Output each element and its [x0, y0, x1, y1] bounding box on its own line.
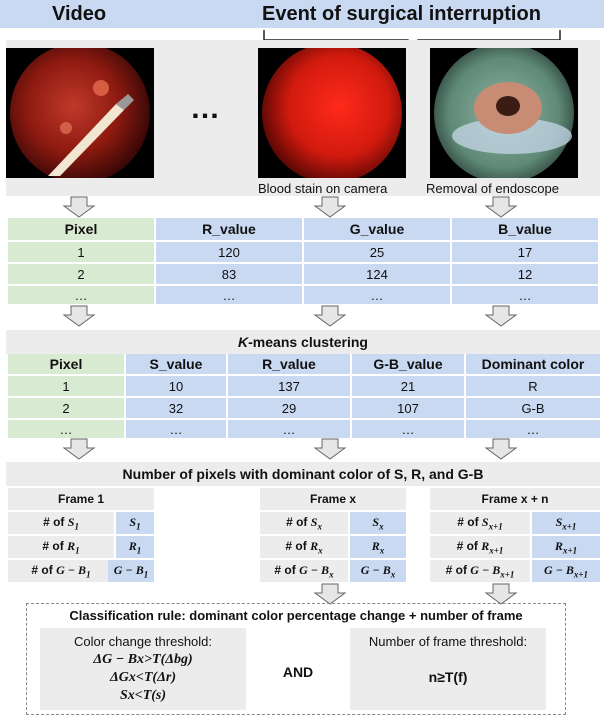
table-cell: 32 [126, 398, 226, 418]
video-label: Video [52, 3, 107, 25]
count-value: G − B1 [108, 560, 154, 582]
count-value: Rx+1 [532, 536, 600, 558]
table-cell: … [156, 286, 302, 304]
table-cell: … [126, 420, 226, 438]
count-label: # of G − Bx+1 [430, 560, 530, 582]
table-cell: 83 [156, 264, 302, 284]
table-cell: 12 [452, 264, 598, 284]
table-header: Dominant color [466, 354, 600, 374]
count-label: # of Sx [260, 512, 348, 534]
frame-1-title: Frame 1 [8, 488, 154, 510]
table-header: B_value [452, 218, 598, 240]
arrow-down-icon [313, 305, 347, 327]
table-header: Pixel [8, 354, 124, 374]
endoscope-frame-removal [430, 48, 578, 178]
threshold-line-2: ΔGx<T(Δr) [110, 670, 176, 685]
rule-title: Classification rule: dominant color perc… [69, 608, 523, 623]
count-value: Sx [350, 512, 406, 534]
table-header: S_value [126, 354, 226, 374]
count-label: # of Sx+1 [430, 512, 530, 534]
count-value: S1 [116, 512, 154, 534]
table-header: G-B_value [352, 354, 464, 374]
table-cell: 107 [352, 398, 464, 418]
caption-removal: Removal of endoscope [426, 181, 559, 196]
endoscope-frame-video [6, 48, 154, 178]
kmeans-title-k: K [238, 334, 249, 350]
count-value: Sx+1 [532, 512, 600, 534]
table-cell: 21 [352, 376, 464, 396]
arrow-down-icon [62, 305, 96, 327]
table-header: Pixel [8, 218, 154, 240]
table-cell: 124 [304, 264, 450, 284]
count-label: # of R1 [8, 536, 114, 558]
arrow-down-icon [484, 305, 518, 327]
arrow-down-icon [484, 196, 518, 218]
table-header: R_value [228, 354, 350, 374]
arrow-down-icon [484, 438, 518, 460]
kmeans-title-text: -means clustering [248, 334, 368, 350]
endoscope-frame-blood [258, 48, 406, 178]
and-label: AND [282, 664, 314, 680]
header-bar [0, 0, 604, 28]
table-cell: … [228, 420, 350, 438]
threshold-line-3: Sx<T(s) [119, 688, 167, 703]
arrow-down-icon [313, 583, 347, 605]
table-cell: … [8, 420, 124, 438]
kmeans-title-bar: K-means clustering [6, 330, 600, 354]
count-value: G − Bx+1 [532, 560, 600, 582]
count-label: # of Rx [260, 536, 348, 558]
threshold-line-1: ΔG − Bx>T(Δbg) [93, 652, 193, 667]
table-cell: … [452, 286, 598, 304]
event-label: Event of surgical interruption [262, 3, 541, 25]
table-cell: … [8, 286, 154, 304]
arrow-down-icon [62, 438, 96, 460]
arrow-down-icon [484, 583, 518, 605]
table-cell: R [466, 376, 600, 396]
table-cell: 10 [126, 376, 226, 396]
caption-blood-stain: Blood stain on camera [258, 181, 388, 196]
table-cell: 2 [8, 398, 124, 418]
frame-condition: n≥T(f) [428, 669, 468, 685]
table-cell: 120 [156, 242, 302, 262]
arrow-down-icon [313, 438, 347, 460]
frame-threshold-label: Number of frame threshold: [368, 634, 528, 649]
table-header: R_value [156, 218, 302, 240]
frame-threshold-panel [350, 628, 546, 710]
count-value: G − Bx [350, 560, 406, 582]
table-cell: … [304, 286, 450, 304]
count-label: # of S1 [8, 512, 114, 534]
table-cell: … [352, 420, 464, 438]
table-cell: 137 [228, 376, 350, 396]
table-cell: 17 [452, 242, 598, 262]
count-label: # of G − Bx [260, 560, 348, 582]
table-cell: G-B [466, 398, 600, 418]
count-label: # of Rx+1 [430, 536, 530, 558]
table-cell: 29 [228, 398, 350, 418]
arrow-down-icon [62, 196, 96, 218]
arrow-down-icon [313, 196, 347, 218]
table-cell: … [466, 420, 600, 438]
frame-xn-title: Frame x + n [430, 488, 600, 510]
color-threshold-panel [40, 628, 246, 710]
table-header: G_value [304, 218, 450, 240]
count-label: # of G − B1 [8, 560, 114, 582]
count-value: R1 [116, 536, 154, 558]
table-cell: 1 [8, 242, 154, 262]
table-cell: 25 [304, 242, 450, 262]
color-threshold-label: Color change threshold: [73, 634, 213, 649]
frame-x-title: Frame x [260, 488, 406, 510]
count-value: Rx [350, 536, 406, 558]
ellipsis: … [190, 92, 220, 125]
counts-title-bar: Number of pixels with dominant color of … [6, 462, 600, 486]
table-cell: 2 [8, 264, 154, 284]
table-cell: 1 [8, 376, 124, 396]
classification-rule-box [26, 603, 566, 715]
